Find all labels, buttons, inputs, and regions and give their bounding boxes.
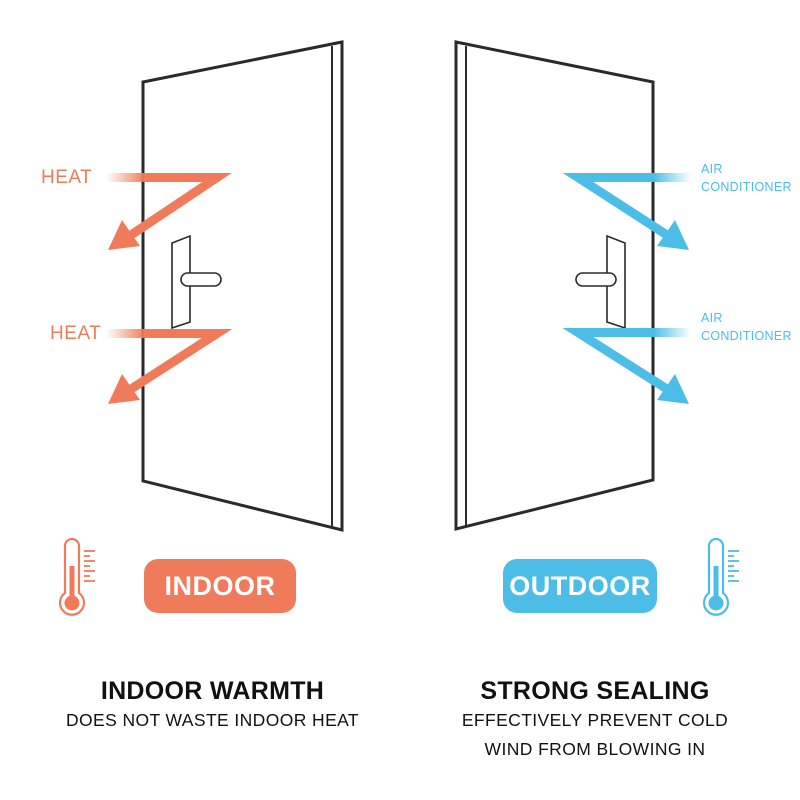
ac-label-top-line1: AIR <box>701 160 792 178</box>
strong-sealing-description-line1: EFFECTIVELY PREVENT COLD <box>420 705 770 735</box>
indoor-badge: INDOOR <box>144 559 296 613</box>
heat-label-top: HEAT <box>41 167 92 189</box>
indoor-warmth-description: DOES NOT WASTE INDOOR HEAT <box>40 705 385 735</box>
indoor-warmth-title: INDOOR WARMTH <box>40 677 385 706</box>
strong-sealing-title: STRONG SEALING <box>420 677 770 706</box>
thermometer-hot-icon <box>60 539 95 615</box>
outdoor-badge: OUTDOOR <box>503 559 657 613</box>
ac-label-bottom-line2: CONDITIONER <box>701 327 792 345</box>
strong-sealing-description-line2: WIND FROM BLOWING IN <box>420 734 770 764</box>
heat-label-bottom: HEAT <box>50 323 101 345</box>
ac-label-top: AIR CONDITIONER <box>701 160 792 196</box>
ac-label-bottom-line1: AIR <box>701 309 792 327</box>
ac-label-top-line2: CONDITIONER <box>701 178 792 196</box>
thermometer-cold-icon <box>704 539 739 615</box>
ac-label-bottom: AIR CONDITIONER <box>701 309 792 345</box>
